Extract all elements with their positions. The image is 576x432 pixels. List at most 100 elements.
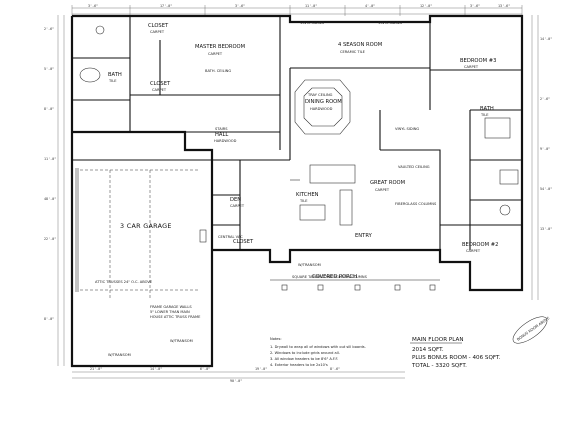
dimension-lines (57, 5, 539, 379)
room-hall-floor: HARDWOOD (214, 139, 237, 143)
dim-top-2: 17'-0" (160, 4, 172, 8)
dims-bottom: 21'-0" 14'-0" 6'-0" 19'-0" 8'-6" 90'-0" (90, 367, 340, 383)
room-covered-porch: COVERED PORCH (312, 274, 357, 280)
room-bath-2-floor: TILE (480, 113, 489, 117)
dim-bottom-2: 14'-0" (150, 367, 162, 371)
dim-right-total: 54'-0" (540, 187, 552, 191)
plan-area-main: 2014 SQFT. (412, 347, 444, 353)
room-dining-floor: HARDWOOD (310, 107, 333, 111)
room-entry: ENTRY (355, 233, 373, 239)
dim-top-1: 3'-6" (88, 4, 98, 8)
exterior-walls (70, 14, 524, 368)
label-frame-note-3: HOUSE ATTIC TRUSS FRAME (150, 315, 201, 319)
dim-top-4: 11'-0" (305, 4, 317, 8)
label-attic-trusses: ATTIC TRUSSES 24" O.C. ABOVE (95, 280, 153, 284)
room-closet-top: CLOSET (148, 23, 169, 29)
label-vinyl-siding-3: VINYL SIDING (395, 127, 419, 131)
dim-bottom-4: 19'-0" (255, 367, 267, 371)
plan-title: MAIN FLOOR PLAN (412, 337, 464, 343)
label-vinyl-siding-2: VINYL SIDING (378, 21, 402, 25)
dim-top-5: 4'-0" (365, 4, 375, 8)
label-fiberglass: FIBERGLASS COLUMNS (395, 202, 437, 206)
label-transom-2: W/TRANSOM (170, 339, 193, 343)
room-great: GREAT ROOM (370, 180, 405, 186)
notes-heading: Notes: (270, 337, 282, 341)
dim-left-1: 2'-6" (44, 27, 54, 31)
dim-bottom-3: 6'-0" (200, 367, 210, 371)
dims-left: 2'-6" 5'-0" 8'-0" 11'-0" 22'-0" 8'-0" 48… (44, 27, 56, 321)
room-closet-mid: CLOSET (150, 81, 171, 87)
notes-block: Notes: 1. Drywall to wrap all of windows… (270, 337, 366, 367)
note-item-1: 1. Drywall to wrap all of windows with o… (270, 345, 366, 349)
bonus-room-stamp: BONUS ROOM ABOVE (512, 316, 551, 344)
label-central-vac: CENTRAL VAC (218, 235, 243, 239)
dim-bottom-5: 8'-6" (330, 367, 340, 371)
room-dining: DINING ROOM (305, 99, 342, 105)
plan-area-total: TOTAL - 3320 SQFT. (411, 363, 467, 369)
porch-columns (270, 279, 440, 291)
label-frame-note-2: 5" LOWER THAN MAIN (150, 310, 190, 314)
room-garage: 3 CAR GARAGE (120, 222, 172, 230)
garage-details (75, 168, 207, 300)
label-transom-1: W/TRANSOM (108, 353, 131, 357)
room-hall: HALL (215, 132, 228, 138)
dims-top: 3'-6" 17'-0" 3'-6" 11'-0" 4'-0" 12'-0" 3… (88, 4, 510, 8)
room-closet-mid-floor: CARPET (152, 88, 167, 92)
dim-bottom-total: 90'-0" (230, 379, 242, 383)
label-square-tapered: SQUARE TAPERED FIBERGLASS COLUMNS (292, 275, 368, 279)
room-bath-master-floor: TILE (108, 79, 117, 83)
note-item-3: 3. All window headers to be 8'6" A.F.F. (270, 357, 338, 361)
dim-top-3: 3'-6" (235, 4, 245, 8)
room-season: 4 SEASON ROOM (338, 42, 382, 48)
room-closet-den: CLOSET (233, 239, 254, 245)
dim-right-3: 9'-0" (540, 147, 550, 151)
room-labels: MASTER BEDROOM CARPET BATH. CEILING CLOS… (108, 23, 498, 280)
dim-bottom-1: 21'-0" (90, 367, 102, 371)
dim-right-1: 14'-0" (540, 37, 552, 41)
dim-left-total: 48'-0" (44, 197, 56, 201)
dim-top-6: 12'-0" (420, 4, 432, 8)
dim-left-5: 22'-0" (44, 237, 56, 241)
room-bedroom-2-floor: CARPET (466, 249, 481, 253)
misc-labels: VINYL SIDING VINYL SIDING VINYL SIDING F… (95, 21, 437, 357)
note-item-4: 4. Exterior headers to be 2x10's (270, 363, 328, 367)
room-master-ceiling: BATH. CEILING (205, 69, 231, 73)
label-stairs: STAIRS (215, 127, 228, 131)
dims-right: 14'-0" 2'-6" 9'-0" 13'-0" 54'-0" (540, 37, 552, 231)
room-den: DEN (230, 197, 241, 203)
label-vinyl-siding-1: VINYL SIDING (300, 21, 324, 25)
dim-left-3: 8'-0" (44, 107, 54, 111)
interior-walls (72, 16, 522, 250)
plan-area-bonus: PLUS BONUS ROOM - 406 SQFT. (412, 355, 501, 361)
tray-ceiling (294, 79, 351, 135)
note-item-2: 2. Windows to include grids around all. (270, 351, 340, 355)
label-frame-note-1: FRAME GARAGE WALLS (150, 305, 192, 309)
room-bedroom-3-floor: CARPET (464, 65, 479, 69)
dim-left-4: 11'-0" (44, 157, 56, 161)
dim-right-4: 13'-0" (540, 227, 552, 231)
dim-top-7: 3'-6" (470, 4, 480, 8)
room-kitchen: KITCHEN (296, 192, 319, 198)
room-den-floor: CARPET (230, 204, 245, 208)
room-great-ceiling: VAULTED CEILING (398, 165, 430, 169)
kitchen-counters (290, 164, 356, 226)
room-closet-top-floor: CARPET (150, 30, 165, 34)
room-master-bedroom: MASTER BEDROOM (195, 44, 245, 50)
room-bedroom-3: BEDROOM #3 (460, 58, 496, 64)
room-dining-ceiling: TRAY CEILING (307, 93, 333, 97)
title-block: MAIN FLOOR PLAN 2014 SQFT. PLUS BONUS RO… (410, 337, 501, 369)
room-great-floor: CARPET (375, 188, 390, 192)
dim-right-2: 2'-6" (540, 97, 550, 101)
room-bath-2: BATH (480, 106, 494, 112)
bath-fixtures (79, 25, 519, 216)
room-kitchen-floor: TILE (299, 199, 308, 203)
label-transom-3: W/TRANSOM (298, 263, 321, 267)
stamp-text: BONUS ROOM ABOVE (516, 316, 551, 342)
room-bedroom-2: BEDROOM #2 (462, 242, 498, 248)
dim-left-6: 8'-0" (44, 317, 54, 321)
room-bath-master: BATH (108, 72, 122, 78)
room-master-floor: CARPET (208, 52, 223, 56)
dim-top-8: 13'-6" (498, 4, 510, 8)
room-season-floor: CERAMIC TILE (340, 50, 366, 54)
